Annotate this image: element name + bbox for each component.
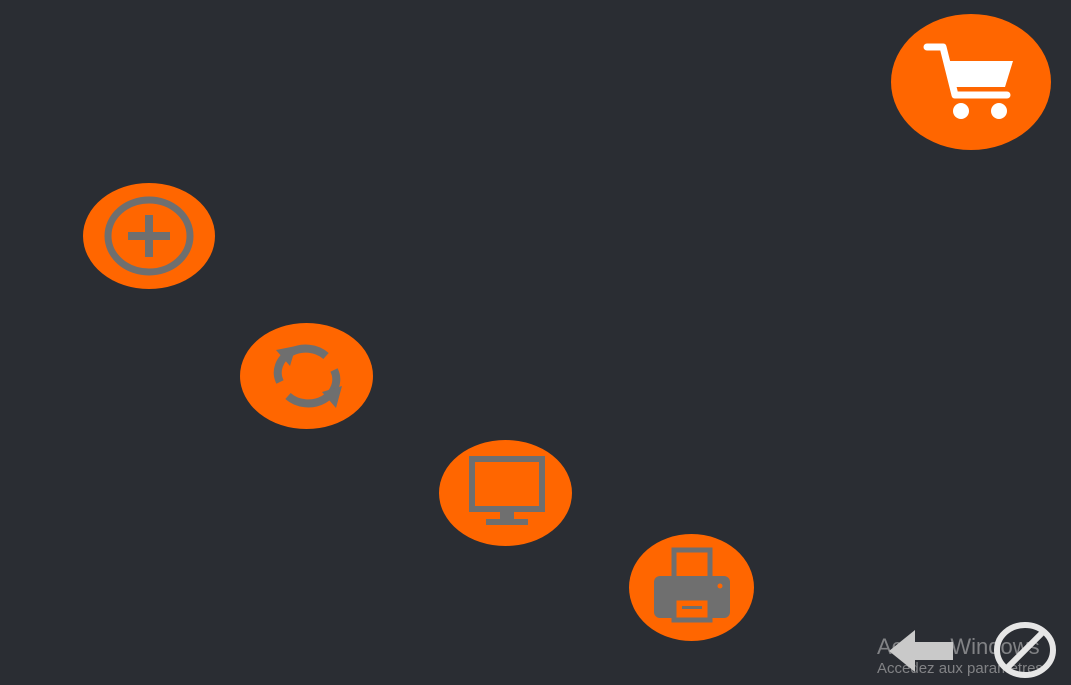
cart-button[interactable]: [891, 14, 1051, 150]
shopping-cart-icon: [923, 43, 1013, 119]
back-arrow-icon: [889, 630, 953, 672]
prohibited-icon: [994, 622, 1056, 678]
add-circle-icon: [104, 196, 194, 276]
back-button[interactable]: [887, 628, 955, 674]
print-button[interactable]: [629, 534, 754, 641]
sync-button[interactable]: [240, 323, 373, 429]
cancel-button[interactable]: [992, 620, 1058, 680]
printer-icon: [653, 547, 730, 622]
sync-icon: [273, 344, 342, 408]
add-button[interactable]: [83, 183, 215, 289]
monitor-icon: [468, 456, 545, 525]
monitor-button[interactable]: [439, 440, 572, 546]
